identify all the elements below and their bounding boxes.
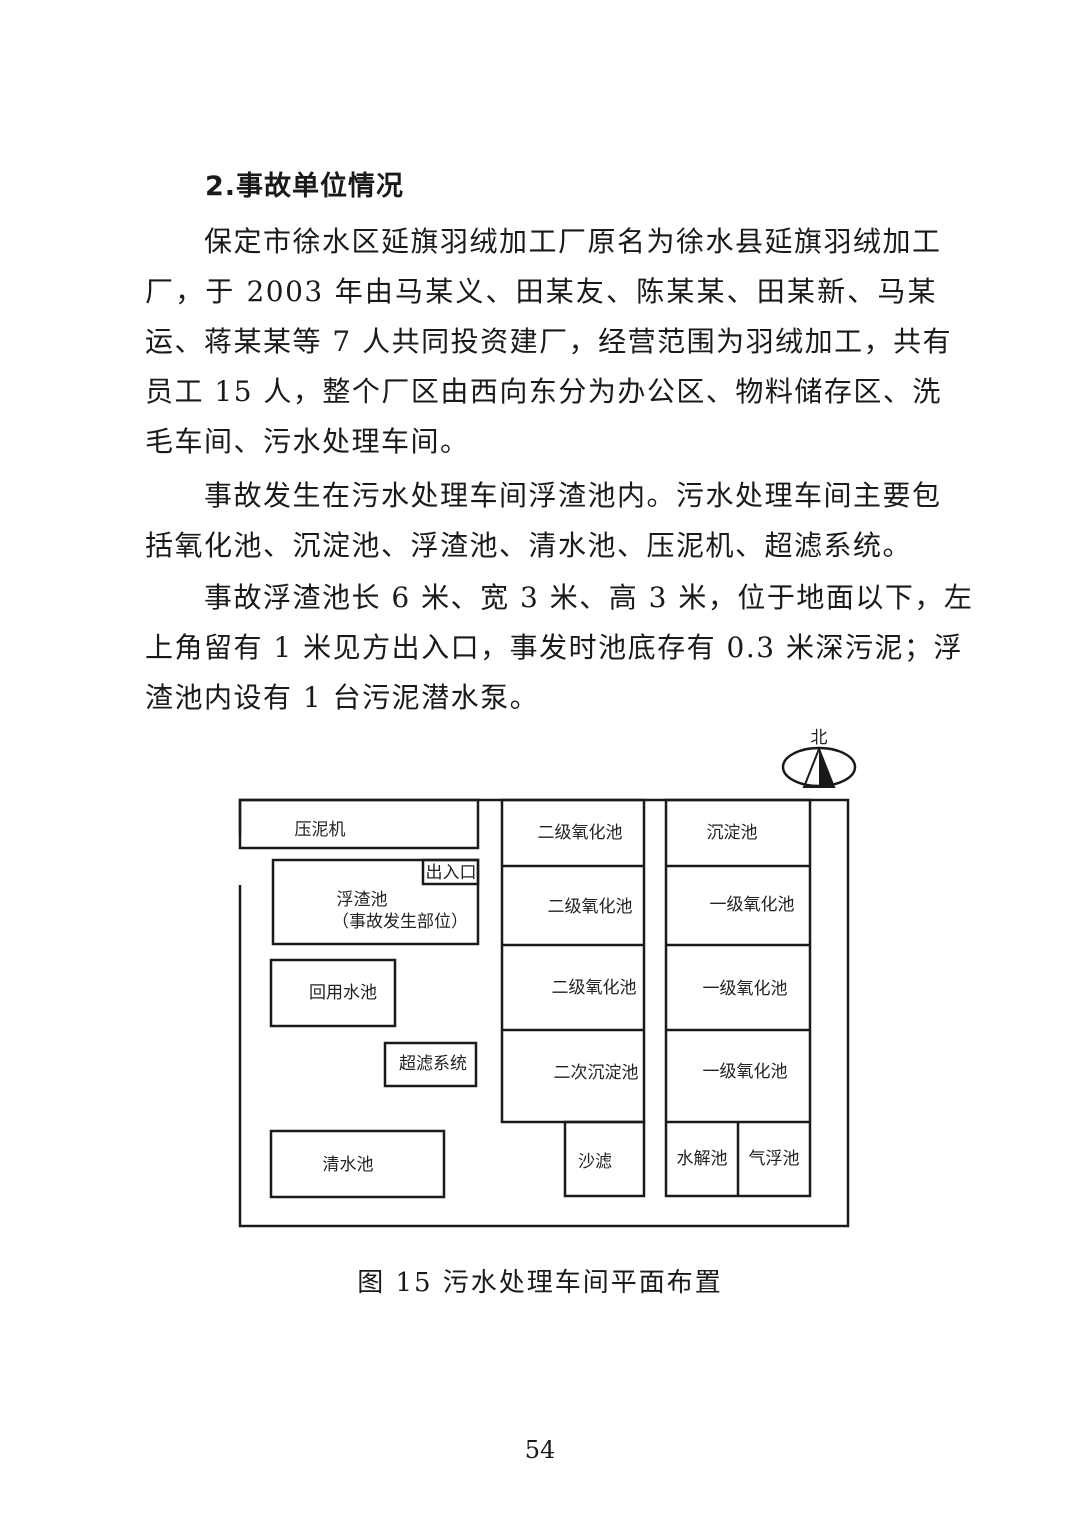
paragraph-1-line-5: 毛车间、污水处理车间。 — [145, 425, 470, 458]
oxid2-b-label: 二级氧化池 — [548, 897, 633, 917]
paragraph-1-line-4: 员工 15 人，整个厂区由西向东分为办公区、物料储存区、洗 — [145, 375, 942, 408]
paragraph-2-line-1: 事故发生在污水处理车间浮渣池内。污水处理车间主要包 — [204, 479, 942, 512]
paragraph-2-line-2: 括氧化池、沉淀池、浮渣池、清水池、压泥机、超滤系统。 — [145, 529, 913, 562]
press-room — [238, 798, 480, 850]
scum-pool-label: 浮渣池 — [337, 890, 388, 910]
paragraph-3-line-2: 上角留有 1 米见方出入口，事发时池底存有 0.3 米深污泥；浮 — [145, 631, 963, 664]
north-compass-icon: 北 — [781, 728, 857, 788]
paragraph-3-line-1: 事故浮渣池长 6 米、宽 3 米、高 3 米，位于地面以下，左 — [204, 581, 974, 614]
oxid1-b-label: 一级氧化池 — [703, 979, 788, 999]
oxid1-a-label: 一级氧化池 — [710, 895, 795, 915]
page-number: 54 — [524, 1436, 556, 1464]
press-label: 压泥机 — [295, 820, 346, 840]
paragraph-1-line-3: 运、蒋某某等 7 人共同投资建厂，经营范围为羽绒加工，共有 — [145, 325, 953, 358]
entrance-box — [421, 858, 480, 886]
ultrafilter-label: 超滤系统 — [399, 1054, 467, 1074]
sand-filter-label: 沙滤 — [578, 1152, 612, 1172]
air-float-label: 气浮池 — [749, 1149, 800, 1169]
clear-pool-label: 清水池 — [323, 1155, 374, 1175]
floor-plan-figure: 北 压泥机 出入口 浮渣池 （事故发生部位） 回用水池 超滤系统 清水池 二级氧… — [238, 728, 857, 1228]
scum-pool-note: （事故发生部位） — [332, 912, 468, 932]
scum-pool-room — [271, 858, 480, 946]
section-heading: 2.事故单位情况 — [205, 171, 405, 202]
settle-label: 沉淀池 — [707, 823, 758, 843]
reuse-pool-label: 回用水池 — [309, 983, 377, 1003]
sand-filter-room — [563, 1120, 646, 1198]
compass-label: 北 — [811, 728, 828, 748]
secondary-settle-label: 二次沉淀池 — [554, 1063, 639, 1083]
reuse-pool-room — [269, 958, 397, 1028]
oxid2-c-label: 二级氧化池 — [552, 978, 637, 998]
hydrolysis-label: 水解池 — [677, 1149, 728, 1169]
clear-pool-room — [269, 1129, 446, 1199]
paragraph-1-line-2: 厂，于 2003 年由马某义、田某友、陈某某、田某新、马某 — [145, 275, 937, 308]
paragraph-1-line-1: 保定市徐水区延旗羽绒加工厂原名为徐水县延旗羽绒加工 — [204, 225, 942, 258]
ultrafilter-room — [383, 1041, 478, 1088]
oxid2-a-label: 二级氧化池 — [538, 823, 623, 843]
oxid1-c-label: 一级氧化池 — [703, 1062, 788, 1082]
figure-caption: 图 15 污水处理车间平面布置 — [357, 1268, 723, 1298]
entrance-label: 出入口 — [426, 863, 477, 883]
paragraph-3-line-3: 渣池内设有 1 台污泥潜水泵。 — [145, 681, 540, 714]
